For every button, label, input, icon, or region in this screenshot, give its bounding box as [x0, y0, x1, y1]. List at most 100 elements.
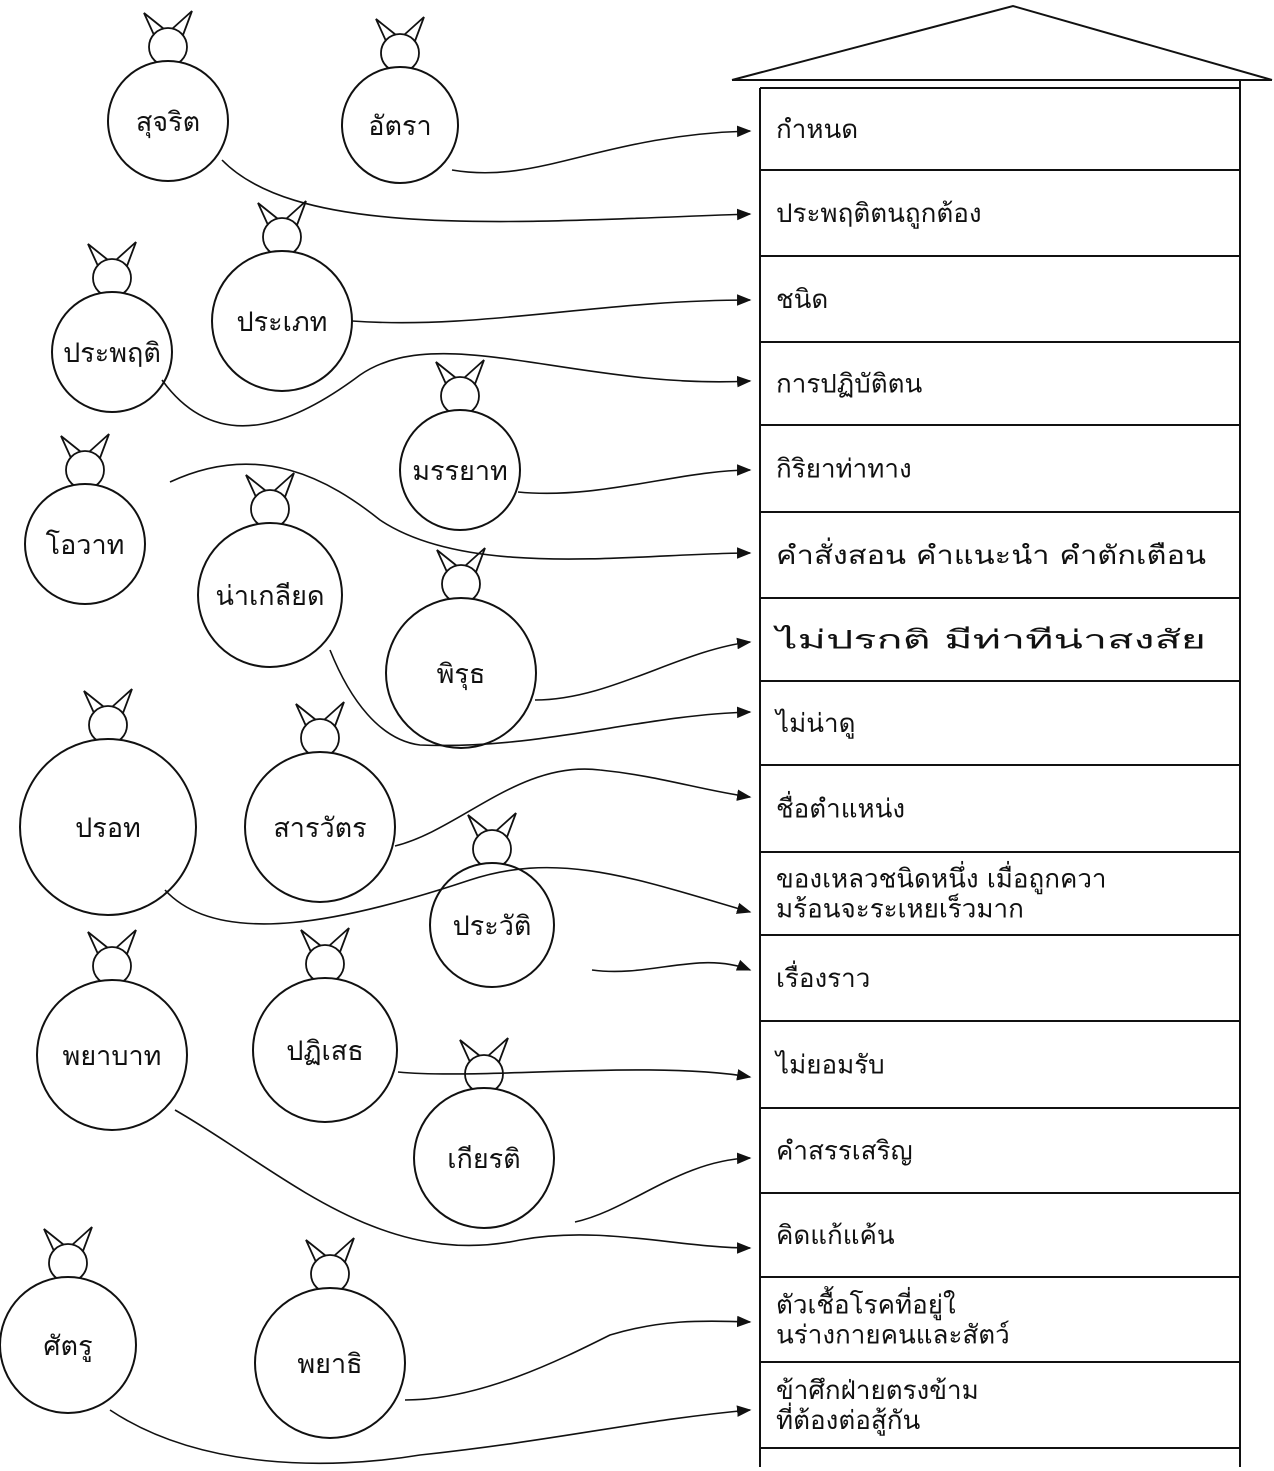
word-node: ประพฤติ: [51, 241, 173, 413]
word-node: เกียรติ: [413, 1037, 555, 1229]
word-node: ประเภท: [211, 200, 353, 392]
word-circle: [341, 66, 459, 184]
connector-arrow: [534, 637, 752, 701]
word-label: พยาบาท: [63, 1041, 162, 1072]
definition-row: ไม่น่าดู: [760, 680, 1240, 739]
word-node: ศัตรู: [0, 1226, 137, 1414]
connector-lines: [109, 125, 752, 1465]
word-node: ปรอท: [19, 688, 197, 916]
connector-arrow: [174, 1109, 752, 1254]
ear-icon: [495, 812, 517, 838]
word-circle: [399, 409, 521, 531]
word-label: อัตรา: [368, 111, 431, 142]
word-node: โอวาท: [24, 433, 146, 605]
definition-text: คำสรรเสริญ: [776, 1137, 913, 1167]
word-label: ประเภท: [237, 307, 328, 338]
connector-arrow: [404, 1315, 752, 1401]
word-node: อัตรา: [341, 16, 459, 184]
word-circle: [244, 751, 396, 903]
definition-row: ชนิด: [760, 255, 1240, 315]
word-circle: [0, 1276, 137, 1414]
definition-text: ของเหลวชนิดหนึ่ง เมื่อถูกความร้อนจะระเหย…: [776, 861, 1107, 925]
word-node: มรรยาท: [399, 359, 521, 531]
definition-row: คำสรรเสริญ: [760, 1107, 1240, 1167]
definition-text: กิริยาท่าทาง: [776, 455, 912, 485]
definition-row: กำหนด: [760, 87, 1240, 145]
definition-row: ประพฤติตนถูกต้อง: [760, 169, 1240, 229]
word-circle: [252, 977, 398, 1123]
ear-icon: [171, 10, 193, 36]
definition-row: ของเหลวชนิดหนึ่ง เมื่อถูกความร้อนจะระเหย…: [760, 851, 1240, 925]
word-label: น่าเกลียด: [215, 581, 324, 612]
definition-text: ประพฤติตนถูกต้อง: [776, 199, 982, 229]
definition-text: ไม่ยอมรับ: [774, 1050, 885, 1081]
ear-icon: [323, 701, 345, 727]
definition-text: การปฏิบัติตน: [776, 370, 923, 400]
connector-arrow: [394, 768, 752, 847]
definition-row: กิริยาท่าทาง: [760, 424, 1240, 485]
definition-text: ข้าศึกฝ่ายตรงข้ามที่ต้องต่อสู้กัน: [776, 1376, 979, 1436]
word-circle: [51, 291, 173, 413]
word-label: เกียรติ: [447, 1144, 520, 1175]
connector-arrow: [329, 649, 752, 747]
ear-icon: [487, 1037, 509, 1063]
definition-text: ชนิด: [776, 285, 828, 315]
word-node: พยาธิ: [254, 1237, 406, 1439]
word-label: พิรุธ: [437, 659, 486, 691]
word-node: สุจริต: [107, 10, 229, 182]
ear-icon: [285, 200, 307, 226]
word-node: ปฏิเสธ: [252, 927, 398, 1123]
connector-arrow: [109, 1405, 752, 1465]
word-circle: [24, 483, 146, 605]
definition-text: กำหนด: [776, 115, 858, 145]
word-circle: [36, 979, 188, 1131]
definition-text: ไม่ปรกติ มีท่าทีน่าสงสัย: [773, 625, 1206, 656]
ear-icon: [88, 433, 110, 459]
ear-icon: [403, 16, 425, 42]
word-label: ปฏิเสธ: [286, 1036, 363, 1067]
word-node: ประวัติ: [429, 812, 555, 988]
word-label: ประพฤติ: [63, 338, 161, 369]
word-label: โอวาท: [46, 530, 125, 561]
connector-arrow: [169, 463, 752, 560]
ear-icon: [273, 472, 295, 498]
definition-text: เรื่องราว: [776, 960, 870, 994]
ear-icon: [115, 929, 137, 955]
word-circle: [19, 738, 197, 916]
connector-arrow: [351, 294, 752, 324]
word-node: พยาบาท: [36, 929, 188, 1131]
ear-icon: [333, 1237, 355, 1263]
word-node: สารวัตร: [244, 701, 396, 903]
word-circle: [429, 862, 555, 988]
word-circle: [413, 1087, 555, 1229]
word-node: น่าเกลียด: [197, 472, 343, 668]
word-list: สุจริตอัตราประพฤติ ประเภทมรรยาทโอวาทน่าเก…: [0, 10, 555, 1439]
ear-icon: [71, 1226, 93, 1252]
ear-icon: [328, 927, 350, 953]
word-circle: [254, 1287, 406, 1439]
word-label: ปรอท: [75, 813, 141, 844]
connector-arrow: [397, 1069, 752, 1081]
word-circle: [197, 522, 343, 668]
connector-arrow: [161, 352, 752, 427]
definition-list: กำหนดประพฤติตนถูกต้องชนิดการปฏิบัติตนกิร…: [760, 87, 1240, 1449]
word-node: พิรุธ: [385, 547, 537, 749]
definition-row: ข้าศึกฝ่ายตรงข้ามที่ต้องต่อสู้กัน: [760, 1361, 1240, 1436]
connector-arrow: [164, 866, 752, 925]
word-label: สารวัตร: [273, 813, 366, 844]
definition-row: การปฏิบัติตน: [760, 341, 1240, 400]
definition-text: ชื่อตำแหน่ง: [776, 791, 905, 825]
definition-row: ชื่อตำแหน่ง: [760, 764, 1240, 825]
definition-text: ไม่น่าดู: [774, 708, 855, 739]
definition-text: คิดแก้แค้น: [776, 1221, 895, 1251]
word-label: ศัตรู: [43, 1331, 92, 1362]
word-circle: [107, 60, 229, 182]
ear-icon: [115, 241, 137, 267]
ear-icon: [111, 688, 133, 714]
connector-arrow: [221, 159, 752, 223]
word-label: ประวัติ: [453, 911, 532, 942]
connector-arrow: [451, 125, 752, 174]
definition-text: คำสั่งสอน คำแนะนำ คำตักเตือน: [776, 537, 1206, 571]
